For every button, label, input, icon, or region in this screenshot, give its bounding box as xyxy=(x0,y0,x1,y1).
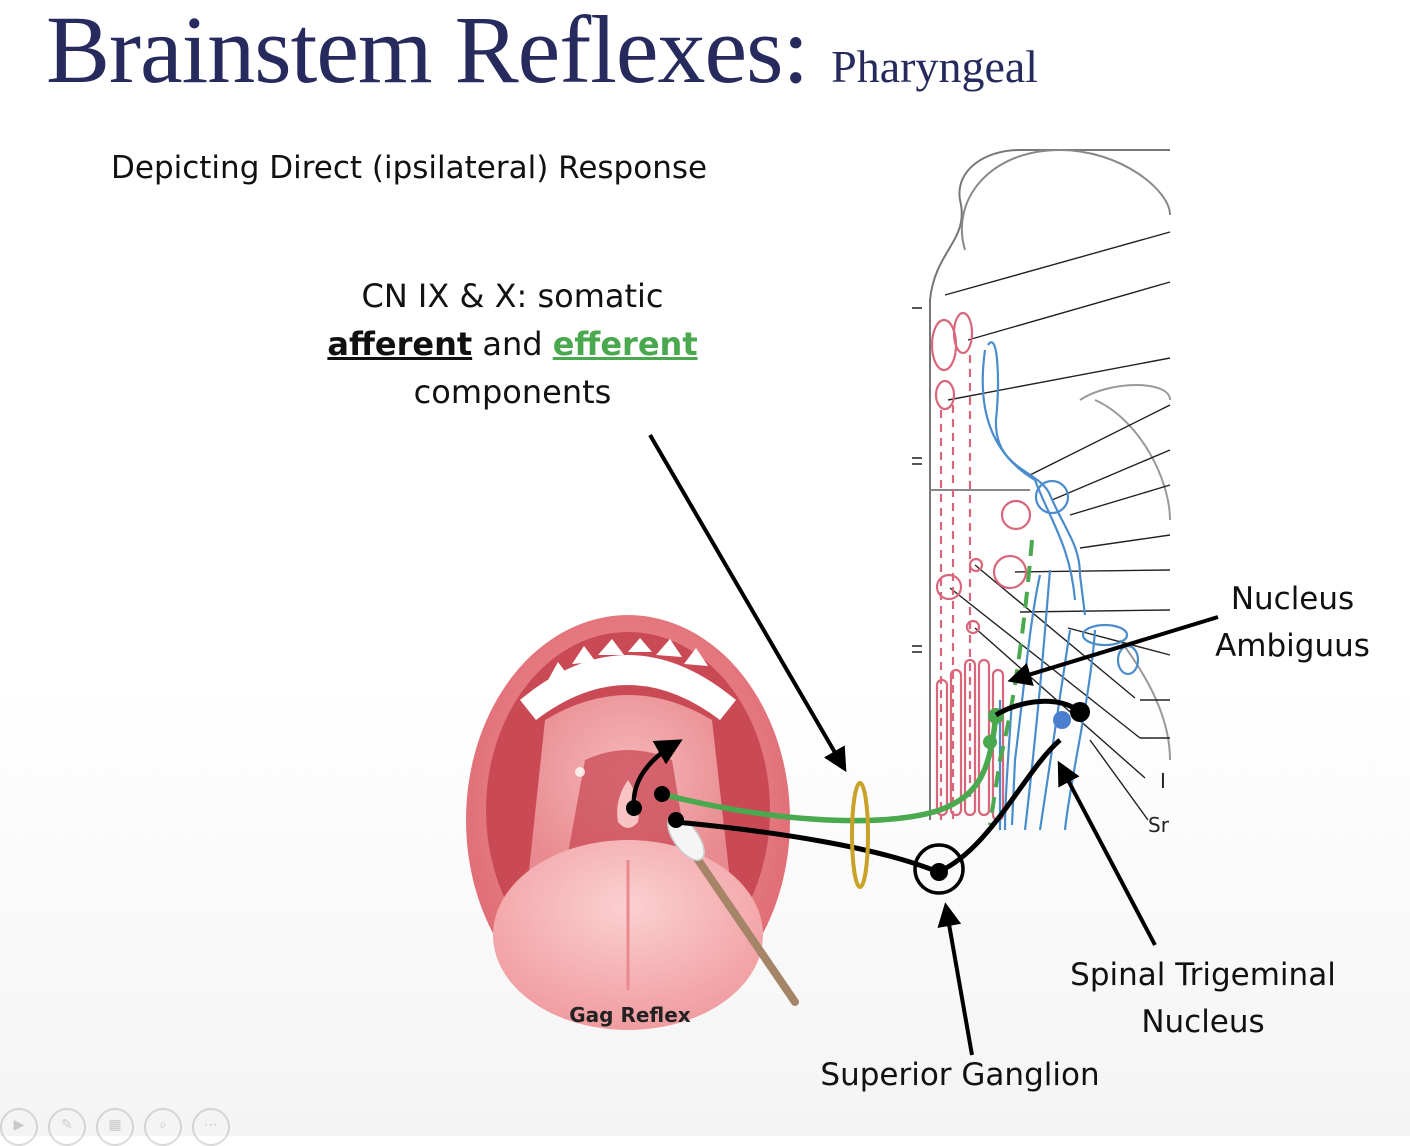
spinal-trigeminal-line1: Spinal Trigeminal xyxy=(1070,957,1336,993)
superior-ganglion-arrow xyxy=(937,902,974,1056)
afferent-terminal-dot xyxy=(668,812,684,828)
pharynx-dot xyxy=(626,800,642,816)
nucleus-ambiguus-label: Nucleus Ambiguus xyxy=(1195,576,1390,670)
spinal-trigeminal-dot xyxy=(1053,711,1071,729)
afferent-word: afferent xyxy=(327,325,473,363)
motor-nuclei xyxy=(930,311,1032,822)
brainstem-schematic xyxy=(912,148,1171,821)
nerve-cross-section xyxy=(850,781,870,889)
slideshow-toolbar: ▶ ✎ ▦ ⌕ ⋯ xyxy=(0,1108,230,1146)
zoom-icon[interactable]: ⌕ xyxy=(144,1108,182,1146)
pen-icon[interactable]: ✎ xyxy=(48,1108,86,1146)
cut-label-2: Sr xyxy=(1148,813,1170,837)
sensory-tracts xyxy=(981,341,1140,831)
efferent-terminal-dot xyxy=(654,786,670,802)
nucleus-ambiguus-line2: Ambiguus xyxy=(1215,628,1370,664)
and-word: and xyxy=(482,325,543,363)
cn-components-label: CN IX & X: somatic afferent and efferent… xyxy=(300,272,725,416)
gag-movement-arrow xyxy=(631,739,683,807)
nucleus-ambiguus-arrow xyxy=(1007,615,1219,686)
cn-label-line1: CN IX & X: somatic xyxy=(361,277,664,315)
spinal-trigeminal-line2: Nucleus xyxy=(1141,1004,1265,1040)
play-icon[interactable]: ▶ xyxy=(0,1108,38,1146)
cn-label-line3: components xyxy=(413,373,612,411)
slides-icon[interactable]: ▦ xyxy=(96,1108,134,1146)
more-icon[interactable]: ⋯ xyxy=(192,1108,230,1146)
cn-label-line2: afferent and efferent xyxy=(300,320,725,368)
interneuron-dot xyxy=(1070,702,1090,722)
cn-label-arrow xyxy=(648,433,847,773)
efferent-pathway xyxy=(661,714,999,824)
slide-title: Brainstem Reflexes: Pharyngeal xyxy=(46,0,1038,105)
title-subtitle: Pharyngeal xyxy=(831,41,1039,92)
superior-ganglion-label: Superior Ganglion xyxy=(820,1057,1100,1093)
spinal-trigeminal-label: Spinal Trigeminal Nucleus xyxy=(1040,952,1366,1046)
title-main: Brainstem Reflexes: xyxy=(46,0,809,103)
efferent-neuron-dot xyxy=(983,735,997,749)
spinal-trigeminal-arrow xyxy=(1057,760,1157,946)
slide-heading: Depicting Direct (ipsilateral) Response xyxy=(111,150,708,186)
mouth-illustration xyxy=(466,615,790,1030)
cut-label-1: I xyxy=(1160,769,1166,793)
efferent-word: efferent xyxy=(552,325,698,363)
upper-teeth xyxy=(548,638,708,680)
efferent-dashed-tract xyxy=(988,539,1034,826)
nucleus-ambiguus-line1: Nucleus xyxy=(1230,581,1355,617)
superior-ganglion-cell xyxy=(930,863,948,881)
gag-reflex-label: Gag Reflex xyxy=(569,1003,691,1027)
superior-ganglion-ring xyxy=(913,843,965,895)
